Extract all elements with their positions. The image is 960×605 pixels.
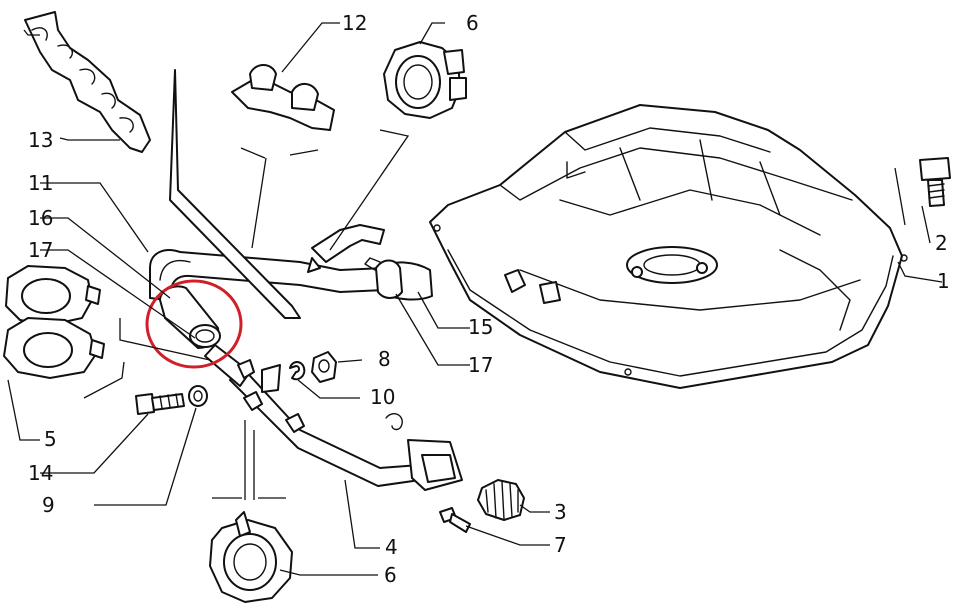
filler-pipe <box>149 224 463 491</box>
washer-9 <box>188 385 208 407</box>
callout-16: 16 <box>28 206 53 230</box>
clip-strip-13 <box>24 11 151 153</box>
screw-7 <box>439 507 471 533</box>
cap-3 <box>477 479 525 521</box>
callout-17-left: 17 <box>28 238 53 262</box>
callout-4: 4 <box>385 535 398 559</box>
callout-10: 10 <box>370 385 395 409</box>
fuel-tank <box>429 104 908 389</box>
bolt-2 <box>919 157 951 207</box>
callout-6-top: 6 <box>466 11 479 35</box>
callout-8: 8 <box>378 347 391 371</box>
hose-clamp-right <box>364 257 403 299</box>
callout-9: 9 <box>42 493 55 517</box>
callout-1: 1 <box>937 269 950 293</box>
callout-labels: 1 2 3 4 5 6 6 7 8 9 10 11 12 13 14 15 16… <box>28 11 950 587</box>
callout-3: 3 <box>554 500 567 524</box>
callout-2: 2 <box>935 231 948 255</box>
callout-5: 5 <box>44 427 57 451</box>
callout-7: 7 <box>554 533 567 557</box>
clamp-6-bottom <box>209 511 293 603</box>
breather-pipe <box>169 69 301 319</box>
callout-6-bottom: 6 <box>384 563 397 587</box>
highlight-circle <box>145 279 243 369</box>
clamp-5 <box>3 265 105 379</box>
callout-11: 11 <box>28 171 53 195</box>
nut-8 <box>311 351 337 383</box>
callout-12: 12 <box>342 11 367 35</box>
bolt-14 <box>135 393 185 415</box>
callout-17-right: 17 <box>468 353 493 377</box>
hose-16 <box>159 285 221 349</box>
leader-lines <box>7 22 943 576</box>
clamp-6-top <box>383 41 467 119</box>
callout-15: 15 <box>468 315 493 339</box>
washer-10 <box>289 361 306 381</box>
callout-13: 13 <box>28 128 53 152</box>
double-clip-12 <box>231 64 335 131</box>
callout-14: 14 <box>28 461 53 485</box>
